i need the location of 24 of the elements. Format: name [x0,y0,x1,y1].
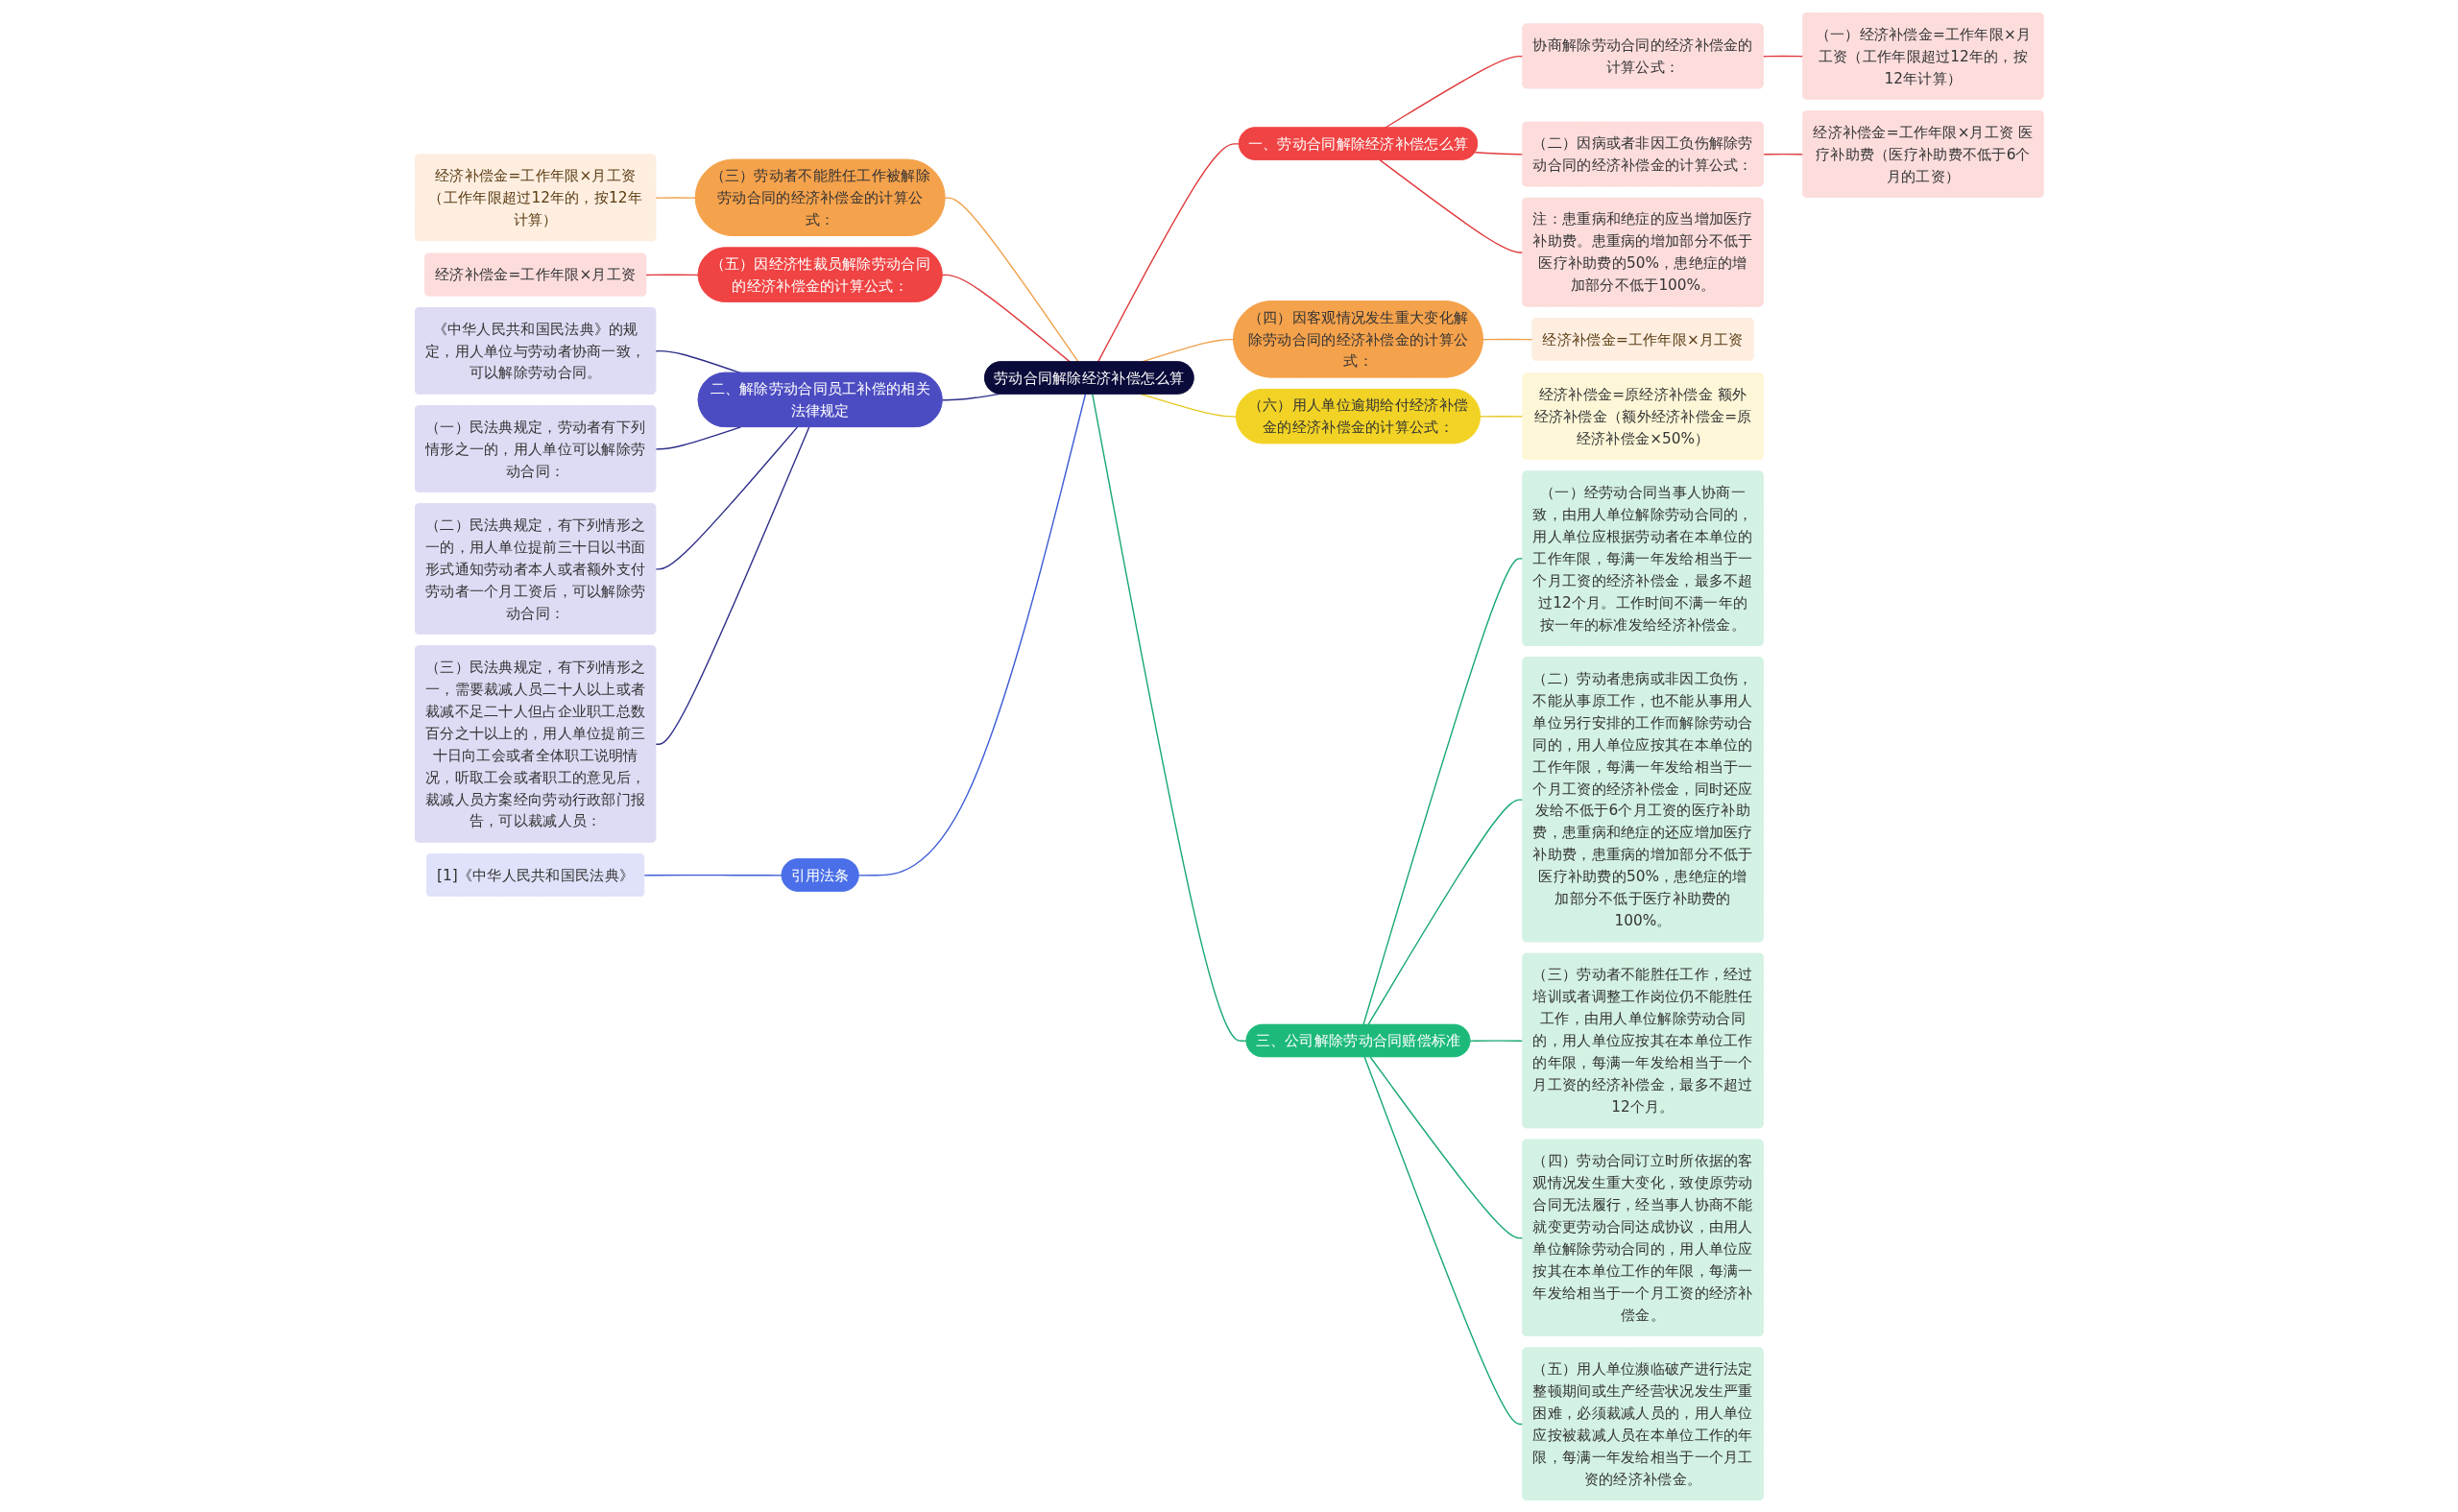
connector [1140,393,1238,418]
connector [1762,153,1804,156]
connector [941,274,1071,363]
connector [1362,557,1524,1025]
connector [1096,142,1241,363]
connector [1379,158,1524,253]
connector [645,274,700,276]
connector [1469,1039,1524,1042]
connector [1479,415,1524,418]
connector [643,874,783,876]
connector [1762,55,1804,57]
connector [1482,338,1533,340]
connector [655,425,810,745]
connector [1369,1055,1524,1238]
connector [655,425,798,570]
connector [655,196,697,199]
connector [857,393,1086,876]
connector [1474,151,1524,156]
connector [655,425,741,450]
connector [1366,798,1524,1025]
connector [944,196,1079,363]
connector [1363,1055,1524,1425]
connector [941,393,1000,400]
connector [1091,393,1247,1042]
